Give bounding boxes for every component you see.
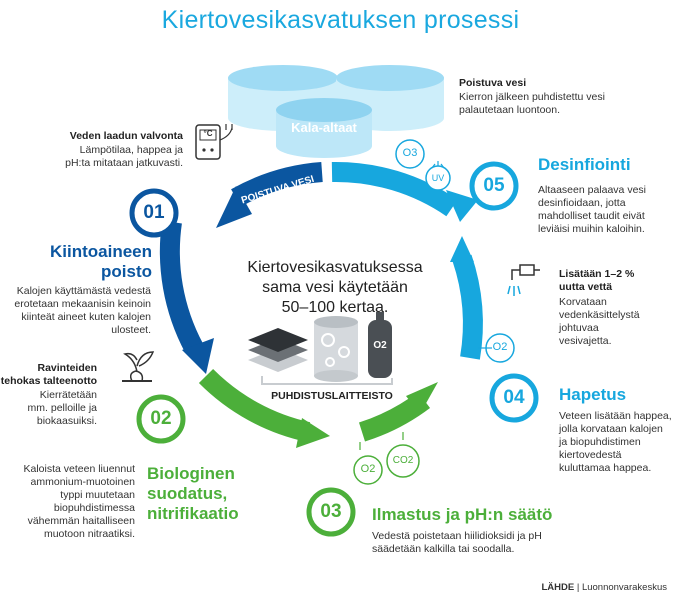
step-02-line-3: typpi muutetaan [60,489,135,501]
step-04-circle [489,373,539,423]
water-quality-meter-icon [195,124,233,160]
outgoing-water-arc [231,162,323,207]
nutrients-line-3: biokaasuiksi. [36,415,97,427]
step-04-title: Hapetus [559,385,627,404]
fresh-water-line-3: johtuvaa [559,322,599,334]
step-05-line-2: desinfioidaan, jotta [538,197,626,209]
fresh-water-line-1: Korvataan [559,296,607,308]
uv-rays-icon [431,161,445,169]
bio-filtration-arrowhead [296,418,330,448]
step-01-title-1: Kiintoaineen [49,242,152,261]
aeration-arrowhead [406,382,438,414]
step-05-title: Desinfiointi [538,155,631,174]
step-03-line-2: säädetään kalkilla tai soodalla. [372,543,515,555]
o2-green-label: O2 [360,463,376,475]
source-credit: LÄHDE | Luonnonvarakeskus [541,582,667,593]
co2-label: CO2 [392,455,414,466]
step-02-line-5: vähemmän haitalliseen [27,515,135,527]
step-01-title-2: poisto [101,262,152,281]
plant-icon [122,351,155,382]
uv-label: UV [431,173,445,183]
outgoing-water-line-2: palautetaan luontoon. [459,104,561,116]
nutrients-title-1: Ravinteiden [37,362,97,374]
step-05-line-3: mahdolliset taudit eivät [538,210,645,222]
equipment-label: PUHDISTUSLAITTEISTO [271,390,393,402]
step-02-number: 02 [150,408,172,429]
source-name: Luonnonvarakeskus [581,582,667,593]
step-03-number: 03 [320,501,342,522]
fresh-water-line-2: vedenkäsittelystä [559,309,640,321]
o2-bubble-green [353,455,383,485]
step-04-number: 04 [503,387,525,408]
o2-right-label: O2 [492,341,508,353]
solids-removal-arrowhead [182,338,214,374]
step-04-line-4: kiertovedestä [559,449,622,461]
step-01-circle [129,188,179,238]
step-03-circle [306,487,356,537]
oxygenation-arrowhead [450,236,474,262]
cleaned-water-arrowhead [446,190,478,222]
step-05-line-4: leviäisi muihin kaloihin. [538,223,645,235]
monitoring-line-1: Lämpötilaa, happea ja [79,144,183,156]
o3-label: O3 [402,147,418,159]
cleaned-water-arc [331,161,458,217]
step-03-title: Ilmastus ja pH:n säätö [372,505,553,524]
source-separator: | [576,582,580,593]
center-line-1: Kiertovesikasvatuksessa [247,259,423,276]
gas-arrows-icon [359,432,404,450]
step-04-line-2: jolla korvataan kalojen [559,423,663,435]
nutrients-line-1: Kierrätetään [39,389,97,401]
step-01-line-1: Kalojen käyttämästä vedestä [16,285,151,297]
step-05-number: 05 [483,175,505,196]
step-02-title-1: Biologinen [147,464,235,483]
fish-pools-icon [228,65,444,158]
bio-filtration-arc [198,368,311,442]
center-line-2: sama vesi käytetään [262,279,408,296]
step-02-line-4: biopuhdistimessa [53,502,135,514]
step-01-line-4: ulosteet. [111,324,151,336]
step-02-line-6: muotoon nitraatiksi. [43,528,135,540]
pools-label: Kala-altaat [291,120,357,135]
source-label: LÄHDE [541,582,575,593]
monitoring-line-2: pH:ta mitataan jatkuvasti. [65,157,183,169]
outgoing-water-arrowhead [216,186,252,228]
fresh-water-line-4: vesivajetta. [559,335,612,347]
solids-removal-arc [159,220,203,353]
fresh-water-title-1: Lisätään 1–2 % [559,268,635,280]
o2-tank-label: O2 [373,340,387,351]
step-01-line-3: kiinteät aineet kuten kalojen [21,311,151,323]
step-04-line-5: kuluttamaa happea. [559,462,652,474]
step-04-line-1: Veteen lisätään happea, [559,410,672,422]
step-02-line-2: ammonium-muotoinen [30,476,135,488]
step-02-title-3: nitrifikaatio [147,504,239,523]
meter-reading: °C [203,129,213,138]
step-02-line-1: Kaloista veteen liuennut [23,463,136,475]
step-01-line-2: erotetaan mekaanisin keinoin [14,298,151,310]
step-05-circle [469,161,519,211]
co2-bubble [386,444,420,478]
page-title: Kiertovesikasvatuksen prosessi [161,6,520,34]
fresh-water-title-2: uutta vettä [559,281,613,293]
step-02-circle [136,394,186,444]
step-03-line-1: Vedestä poistetaan hiilidioksidi ja pH [372,530,542,542]
outgoing-water-title: Poistuva vesi [459,77,527,89]
o3-bubble [395,139,425,169]
step-04-line-3: ja biopuhdistimen [559,436,641,448]
center-line-3: 50–100 kertaa. [281,299,389,316]
outgoing-water-line-1: Kierron jälkeen puhdistettu vesi [459,91,605,103]
cleaning-equipment-icon [248,312,393,385]
nutrients-title-2: tehokas talteenotto [0,375,97,387]
step-01-number: 01 [143,202,165,223]
step-05-line-1: Altaaseen palaava vesi [538,184,646,196]
monitoring-title: Veden laadun valvonta [69,130,183,142]
nutrients-line-2: mm. pelloille ja [27,402,97,414]
oxygenation-arc [452,254,483,360]
water-tap-icon [507,264,540,296]
step-02-title-2: suodatus, [147,484,228,503]
